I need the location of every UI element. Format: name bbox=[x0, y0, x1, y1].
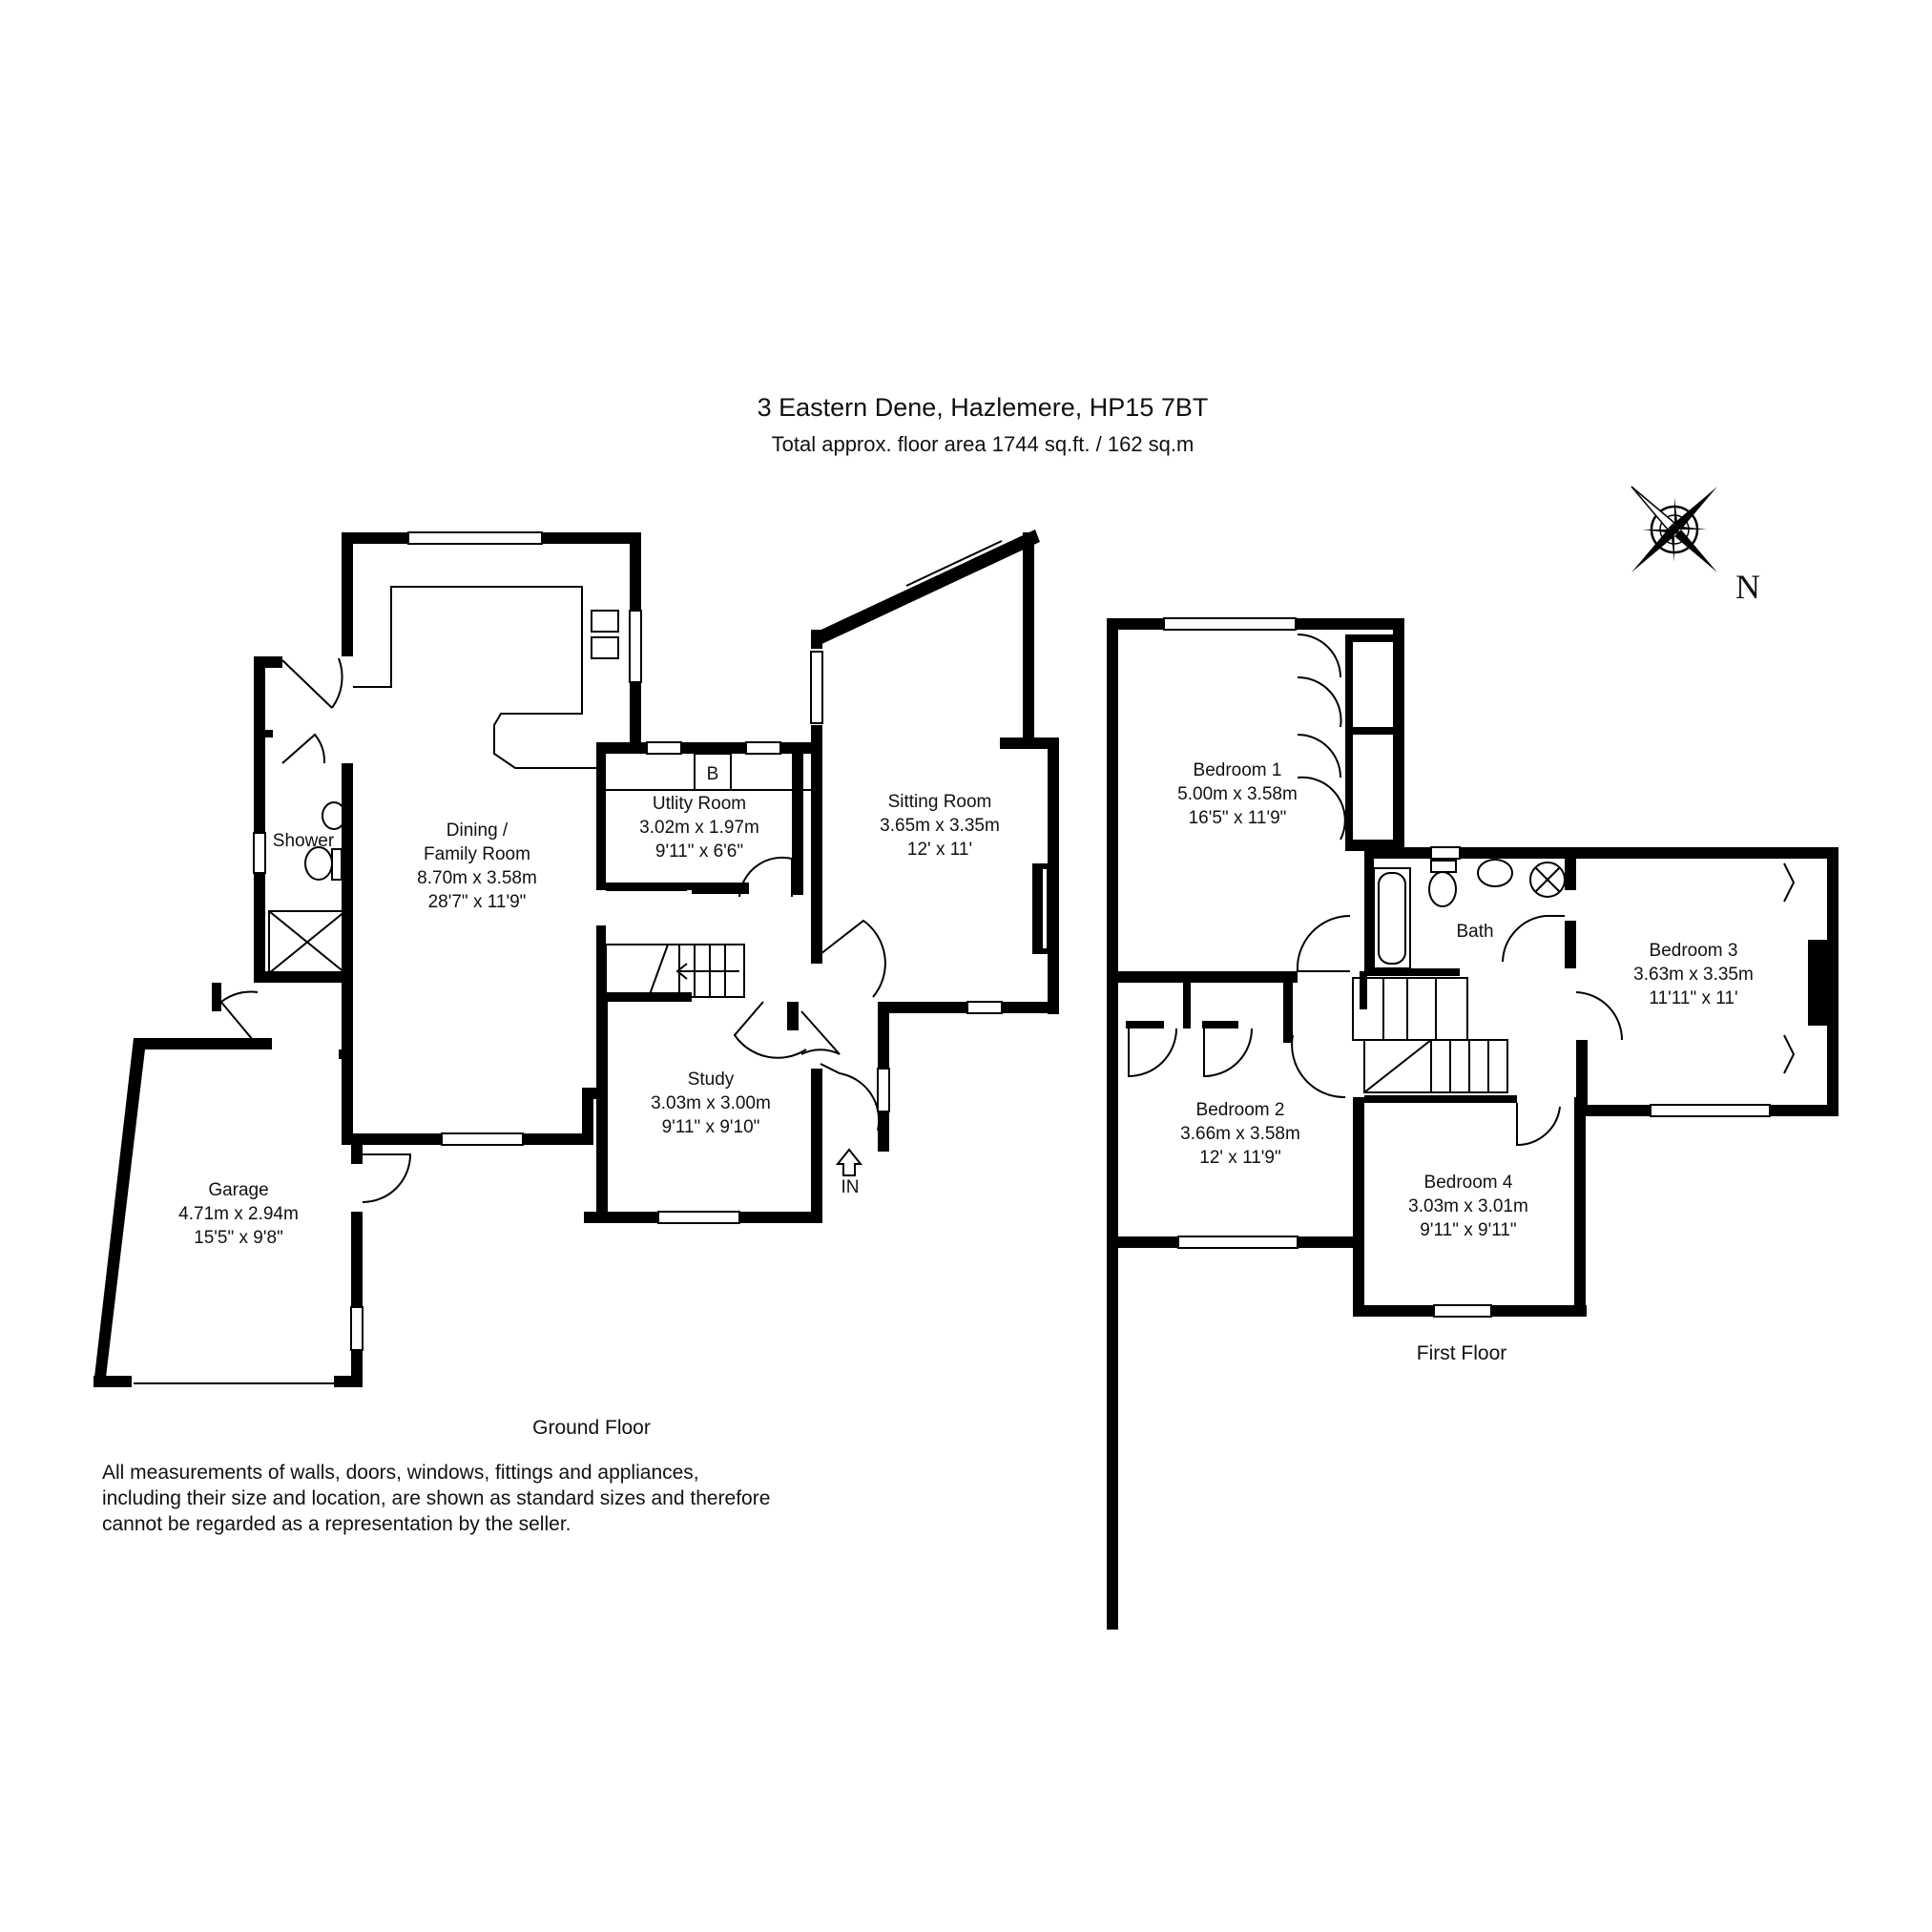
svg-text:Garage: Garage bbox=[208, 1180, 268, 1200]
svg-text:Sitting Room: Sitting Room bbox=[888, 792, 992, 812]
svg-text:cannot be regarded as a repres: cannot be regarded as a representation b… bbox=[102, 1513, 571, 1535]
svg-text:12' x 11'9": 12' x 11'9" bbox=[1199, 1148, 1280, 1168]
boiler-label: B bbox=[707, 764, 719, 784]
svg-text:including their size and locat: including their size and location, are s… bbox=[102, 1487, 770, 1509]
svg-text:Bedroom 3: Bedroom 3 bbox=[1650, 941, 1738, 961]
room-label-study: Study 3.03m x 3.00m 9'11" x 9'10" bbox=[651, 1070, 771, 1137]
svg-text:Family Room: Family Room bbox=[424, 844, 530, 864]
entrance-arrow-icon bbox=[835, 1148, 863, 1176]
svg-text:8.70m x 3.58m: 8.70m x 3.58m bbox=[417, 868, 537, 888]
svg-text:4.71m x 2.94m: 4.71m x 2.94m bbox=[178, 1204, 299, 1224]
ground-floor-walls bbox=[93, 530, 1059, 1387]
svg-text:12' x 11': 12' x 11' bbox=[907, 840, 972, 860]
svg-text:Bath: Bath bbox=[1456, 922, 1493, 942]
ground-floor-label: Ground Floor bbox=[532, 1417, 651, 1439]
first-floor-fittings bbox=[1352, 859, 1566, 1093]
disclaimer: All measurements of walls, doors, window… bbox=[102, 1462, 770, 1535]
ground-floor-fittings: B bbox=[134, 586, 811, 1384]
svg-text:9'11" x 6'6": 9'11" x 6'6" bbox=[655, 841, 743, 862]
room-label-bedroom-1: Bedroom 1 5.00m x 3.58m 16'5" x 11'9" bbox=[1177, 760, 1298, 828]
first-floor-walls bbox=[1107, 618, 1839, 1630]
svg-text:Bedroom 2: Bedroom 2 bbox=[1196, 1100, 1285, 1120]
first-floor-label: First Floor bbox=[1417, 1342, 1507, 1364]
svg-text:9'11" x 9'11": 9'11" x 9'11" bbox=[1420, 1220, 1516, 1240]
north-label: N bbox=[1735, 568, 1760, 606]
svg-text:9'11" x 9'10": 9'11" x 9'10" bbox=[662, 1117, 760, 1137]
first-floor-doors bbox=[1128, 634, 1796, 1147]
svg-text:Bedroom 1: Bedroom 1 bbox=[1194, 760, 1282, 780]
svg-text:Shower: Shower bbox=[273, 831, 335, 851]
entrance-label: IN bbox=[841, 1177, 860, 1197]
room-label-shower: Shower bbox=[273, 831, 335, 851]
ground-floor-windows bbox=[253, 531, 1049, 1351]
room-label-bath: Bath bbox=[1456, 922, 1493, 942]
room-label-dining-family: Dining / Family Room 8.70m x 3.58m 28'7"… bbox=[417, 821, 537, 912]
svg-text:3.66m x 3.58m: 3.66m x 3.58m bbox=[1180, 1124, 1300, 1144]
svg-text:28'7" x 11'9": 28'7" x 11'9" bbox=[428, 892, 527, 912]
svg-text:5.00m x 3.58m: 5.00m x 3.58m bbox=[1177, 784, 1298, 804]
svg-text:3.02m x 1.97m: 3.02m x 1.97m bbox=[639, 818, 759, 838]
svg-text:Bedroom 4: Bedroom 4 bbox=[1424, 1173, 1513, 1193]
property-address-title: 3 Eastern Dene, Hazlemere, HP15 7BT bbox=[758, 393, 1209, 422]
floor-area-subtitle: Total approx. floor area 1744 sq.ft. / 1… bbox=[772, 432, 1195, 456]
room-label-bedroom-3: Bedroom 3 3.63m x 3.35m 11'11" x 11' bbox=[1633, 941, 1754, 1008]
svg-text:Dining /: Dining / bbox=[447, 821, 509, 841]
room-label-bedroom-4: Bedroom 4 3.03m x 3.01m 9'11" x 9'11" bbox=[1408, 1173, 1528, 1240]
svg-text:3.03m x 3.00m: 3.03m x 3.00m bbox=[651, 1093, 771, 1113]
svg-text:16'5" x 11'9": 16'5" x 11'9" bbox=[1189, 808, 1287, 828]
first-floor-windows bbox=[1163, 617, 1771, 1318]
svg-text:3.63m x 3.35m: 3.63m x 3.35m bbox=[1633, 965, 1754, 985]
svg-text:3.03m x 3.01m: 3.03m x 3.01m bbox=[1408, 1196, 1528, 1216]
ground-floor-doors bbox=[218, 657, 886, 1203]
room-label-bedroom-2: Bedroom 2 3.66m x 3.58m 12' x 11'9" bbox=[1180, 1100, 1300, 1168]
compass-rose-icon bbox=[1631, 486, 1717, 572]
room-label-garage: Garage 4.71m x 2.94m 15'5" x 9'8" bbox=[178, 1180, 299, 1248]
svg-text:3.65m x 3.35m: 3.65m x 3.35m bbox=[880, 816, 1000, 836]
svg-text:Utlity Room: Utlity Room bbox=[653, 794, 746, 814]
svg-text:Study: Study bbox=[688, 1070, 735, 1090]
svg-text:15'5" x 9'8": 15'5" x 9'8" bbox=[194, 1228, 283, 1248]
svg-text:11'11" x 11': 11'11" x 11' bbox=[1649, 988, 1737, 1008]
room-label-sitting: Sitting Room 3.65m x 3.35m 12' x 11' bbox=[880, 792, 1000, 860]
room-label-utility: Utlity Room 3.02m x 1.97m 9'11" x 6'6" bbox=[639, 794, 759, 862]
svg-text:All measurements of walls, doo: All measurements of walls, doors, window… bbox=[102, 1462, 699, 1484]
